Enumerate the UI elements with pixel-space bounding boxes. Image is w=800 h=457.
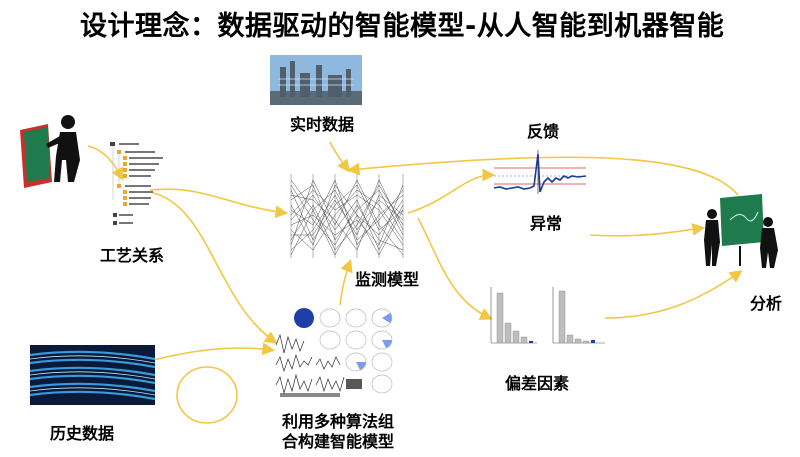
monitor-model-chart [285, 170, 413, 262]
history-data-label: 历史数据 [50, 420, 114, 444]
history-loop [177, 367, 237, 423]
deviation-factors-label: 偏差因素 [505, 370, 569, 394]
feedback-label: 反馈 [527, 118, 559, 142]
arrow-history-to-algorithm [153, 348, 272, 360]
analysis-people-icon [700, 190, 780, 270]
realtime-data-label: 实时数据 [290, 111, 354, 135]
arrow-monitor-to-deviation [418, 218, 490, 318]
arrow-deviation-to-analysis [605, 272, 740, 318]
arrow-realtime-to-monitor [330, 142, 348, 170]
algorithm-label-line2: 合构建智能模型 [282, 428, 394, 452]
monitor-model-label: 监测模型 [355, 266, 419, 290]
arrow-anomaly-to-analysis [590, 228, 702, 236]
arrow-algorithm-to-monitor [340, 262, 350, 305]
anomaly-label: 异常 [530, 210, 562, 234]
analysis-label: 分析 [750, 290, 782, 314]
arrow-monitor-to-anomaly [408, 175, 492, 213]
process-relation-label: 工艺关系 [100, 242, 164, 266]
refinery-photo [270, 55, 362, 105]
worker-at-board-icon [18, 110, 88, 190]
deviation-factors-chart [485, 285, 610, 350]
process-relation-tree [105, 140, 170, 235]
history-data-image [30, 345, 155, 405]
anomaly-trace-chart [492, 148, 588, 198]
algorithm-combination-panel [272, 305, 407, 400]
